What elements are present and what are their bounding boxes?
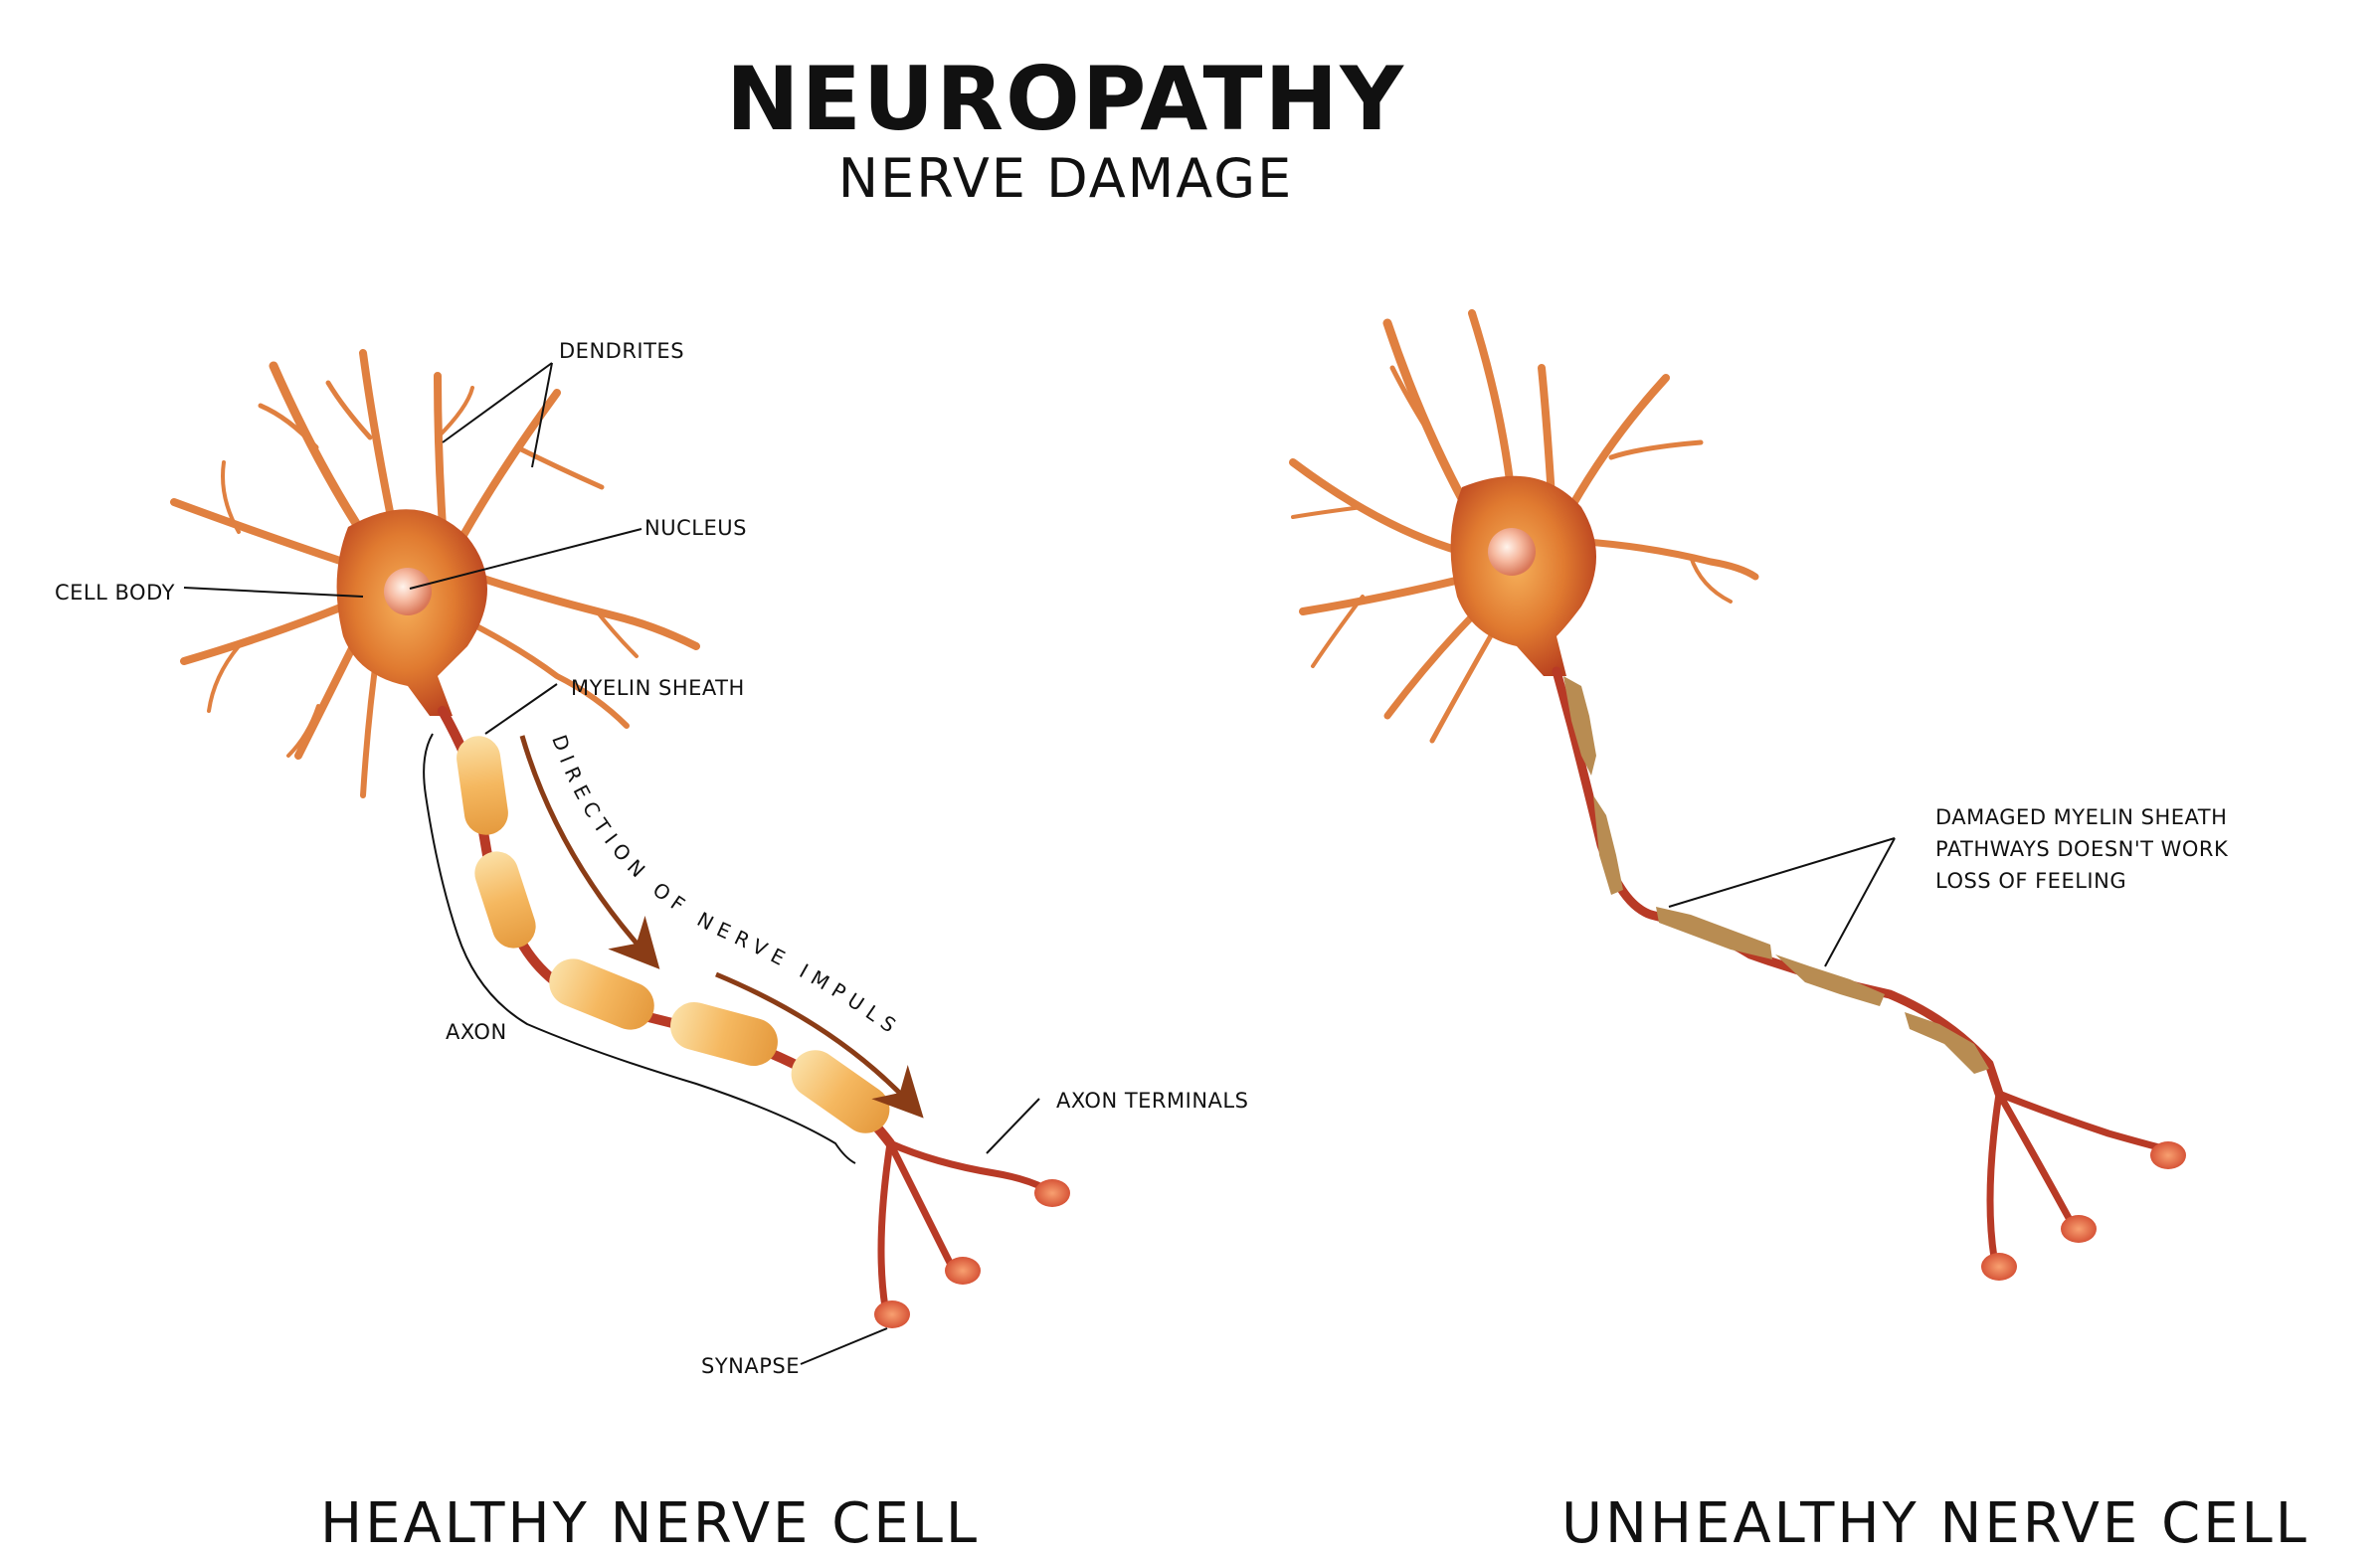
healthy-dendrites [170,349,700,798]
unhealthy-cell-body [1450,475,1596,676]
caption-unhealthy: UNHEALTHY NERVE CELL [1561,1491,2309,1556]
healthy-myelin-sheath [457,736,890,1133]
label-damage-line-3: LOSS OF FEELING [1935,869,2127,893]
label-dendrites: DENDRITES [559,339,685,363]
unhealthy-damaged-myelin [1563,676,1989,1074]
page-subtitle: NERVE DAMAGE [837,147,1294,210]
unhealthy-leader-lines [1668,837,1896,967]
unhealthy-axon-terminals [1986,1090,2167,1262]
label-axon: AXON [446,1020,507,1044]
label-cell-body: CELL BODY [55,581,175,605]
healthy-leader-lines [183,362,1040,1365]
unhealthy-nucleus [1488,528,1536,576]
healthy-axon-terminals [877,1139,1048,1311]
label-myelin-sheath: MYELIN SHEATH [571,676,745,700]
impulse-arrow-1 [519,735,660,969]
label-nucleus: NUCLEUS [644,516,747,540]
unhealthy-neuron [1289,309,2186,1281]
label-damage-line-2: PATHWAYS DOESN'T WORK [1935,837,2229,861]
healthy-synapses [874,1179,1070,1328]
label-synapse: SYNAPSE [701,1354,800,1378]
impulse-direction-text: DIRECTION OF NERVE IMPULSE [0,0,906,1041]
label-axon-terminals: AXON TERMINALS [1056,1089,1249,1113]
unhealthy-synapses [1981,1141,2186,1281]
caption-healthy: HEALTHY NERVE CELL [320,1491,981,1556]
page-title: NEUROPATHY [726,48,1405,150]
label-damage-line-1: DAMAGED MYELIN SHEATH [1935,805,2228,829]
healthy-nucleus [384,568,432,615]
impulse-arrow-2 [715,971,924,1119]
healthy-neuron: DIRECTION OF NERVE IMPULSE [0,0,1070,1365]
